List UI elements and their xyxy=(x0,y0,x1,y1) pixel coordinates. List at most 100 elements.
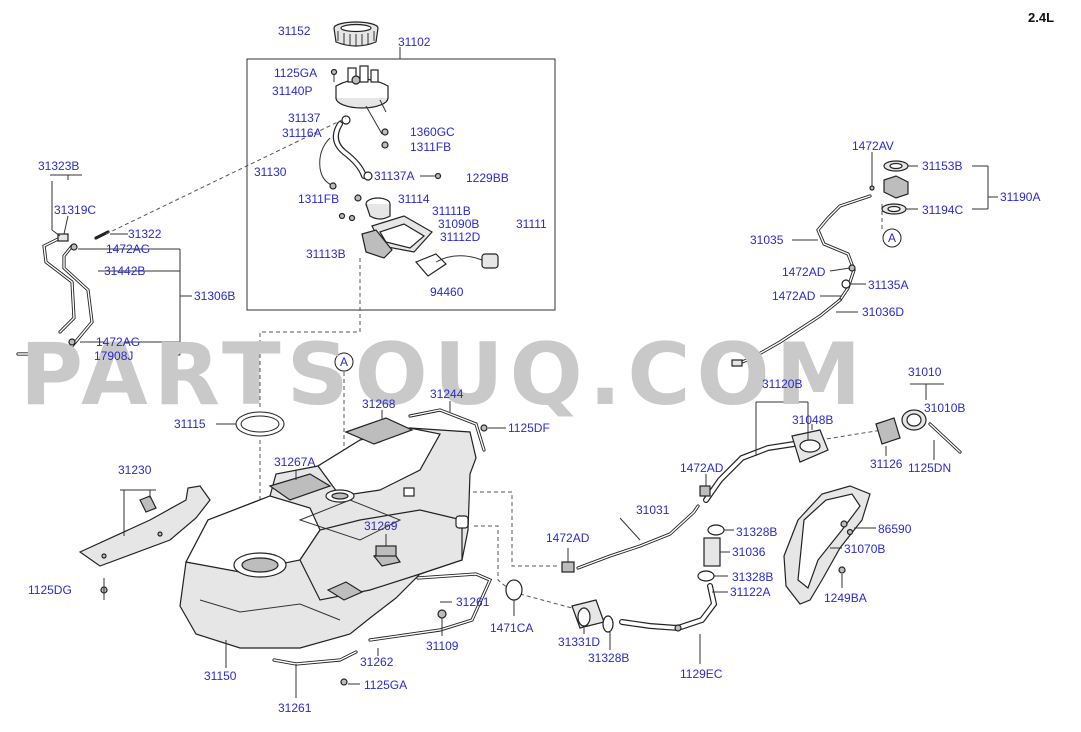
hose-clamp xyxy=(363,171,373,181)
part-label-1471CA[interactable]: 1471CA xyxy=(490,621,533,635)
part-label-31328B[interactable]: 31328B xyxy=(736,525,777,539)
part-label-31322[interactable]: 31322 xyxy=(128,227,162,241)
fuel-pump-lock-ring xyxy=(333,21,379,47)
part-label-1311FB[interactable]: 1311FB xyxy=(410,140,451,154)
part-label-1125DF[interactable]: 1125DF xyxy=(508,421,550,435)
part-label-1360GC[interactable]: 1360GC xyxy=(410,125,455,139)
part-label-31194C[interactable]: 31194C xyxy=(922,203,963,217)
part-label-1472AG-b[interactable]: 1472AG xyxy=(96,335,140,349)
part-label-31036[interactable]: 31036 xyxy=(732,545,766,559)
part-label-31036D[interactable]: 31036D xyxy=(862,305,904,319)
part-label-31126[interactable]: 31126 xyxy=(870,457,903,471)
part-label-31102[interactable]: 31102 xyxy=(398,35,431,49)
part-label-31261-b[interactable]: 31261 xyxy=(278,701,312,715)
fuel-pump-module-frame xyxy=(246,58,556,311)
vent-hose xyxy=(576,504,700,570)
part-label-31190A[interactable]: 31190A xyxy=(1000,190,1040,204)
filler-neck-top xyxy=(881,160,909,215)
part-label-1249BA[interactable]: 1249BA xyxy=(824,591,867,605)
part-label-31120B[interactable]: 31120B xyxy=(762,377,802,391)
part-label-1472AD-c[interactable]: 1472AD xyxy=(680,461,724,475)
clip-icon xyxy=(381,141,389,149)
hose-clamp xyxy=(602,615,614,633)
part-label-94460[interactable]: 94460 xyxy=(430,285,464,299)
fuel-level-sender xyxy=(414,253,499,277)
splash-guard xyxy=(783,485,871,605)
watermark-text: PARTSOUQ.COM xyxy=(20,325,867,425)
fuel-filter xyxy=(365,197,391,220)
part-label-31306B[interactable]: 31306B xyxy=(194,289,235,303)
bolt-icon xyxy=(340,678,348,686)
part-label-31111B[interactable]: 31111B xyxy=(432,204,471,218)
part-label-31113B[interactable]: 31113B xyxy=(306,247,346,261)
wiring-harness xyxy=(319,137,335,187)
part-label-31230[interactable]: 31230 xyxy=(118,463,152,477)
part-label-31269[interactable]: 31269 xyxy=(364,519,398,533)
filler-neck-pipe xyxy=(703,429,829,503)
part-label-31137A[interactable]: 31137A xyxy=(374,169,414,183)
part-label-31031[interactable]: 31031 xyxy=(636,503,670,517)
part-label-31140P[interactable]: 31140P xyxy=(272,84,312,98)
clip-icon xyxy=(381,128,389,136)
part-label-31130[interactable]: 31130 xyxy=(254,165,287,179)
filler-lower-pipe xyxy=(619,583,718,632)
part-label-17908J[interactable]: 17908J xyxy=(94,349,133,363)
fuel-tank xyxy=(179,427,477,649)
hose-clamp xyxy=(505,579,523,601)
part-label-1472AD-d[interactable]: 1472AD xyxy=(546,531,590,545)
part-label-31048B[interactable]: 31048B xyxy=(792,413,833,427)
part-label-31442B[interactable]: 31442B xyxy=(104,264,145,278)
part-label-31111[interactable]: 31111 xyxy=(516,217,547,231)
part-label-31267A[interactable]: 31267A xyxy=(274,455,315,469)
part-label-31122A[interactable]: 31122A xyxy=(730,585,770,599)
part-label-31115[interactable]: 31115 xyxy=(174,417,206,431)
part-label-86590[interactable]: 86590 xyxy=(878,522,912,536)
part-label-31135A[interactable]: 31135A xyxy=(868,278,908,292)
tank-pad xyxy=(268,473,332,501)
vapor-line-assembly xyxy=(16,230,110,356)
part-label-1311FB-b[interactable]: 1311FB xyxy=(298,192,339,206)
fuel-pump-plate xyxy=(335,65,389,135)
bolt-icon xyxy=(330,68,338,82)
part-label-1229BB[interactable]: 1229BB xyxy=(466,171,509,185)
part-label-31070B[interactable]: 31070B xyxy=(844,542,885,556)
part-label-1125GA[interactable]: 1125GA xyxy=(274,66,317,80)
part-label-31137[interactable]: 31137 xyxy=(288,111,321,125)
filler-vent-hose xyxy=(731,298,842,367)
part-label-1129EC[interactable]: 1129EC xyxy=(680,667,723,681)
part-label-31328B-b[interactable]: 31328B xyxy=(732,570,773,584)
part-label-1472AD[interactable]: 1472AD xyxy=(782,265,826,279)
part-label-31323B[interactable]: 31323B xyxy=(38,159,79,173)
part-label-1472AD-b[interactable]: 1472AD xyxy=(772,289,816,303)
part-label-31244[interactable]: 31244 xyxy=(430,387,464,401)
part-label-31010B[interactable]: 31010B xyxy=(924,401,965,415)
part-label-31150[interactable]: 31150 xyxy=(204,669,237,683)
part-label-1472AG[interactable]: 1472AG xyxy=(106,242,150,256)
part-label-1125DG[interactable]: 1125DG xyxy=(28,583,72,597)
part-label-31152[interactable]: 31152 xyxy=(278,24,311,38)
part-label-1125DN[interactable]: 1125DN xyxy=(908,461,951,475)
part-label-31114[interactable]: 31114 xyxy=(398,192,430,206)
part-label-31319C[interactable]: 31319C xyxy=(54,203,96,217)
fuel-hose-clamp xyxy=(332,115,367,179)
hose-clamp xyxy=(697,570,715,582)
part-label-1472AV[interactable]: 1472AV xyxy=(852,139,894,153)
part-label-1125GA-b[interactable]: 1125GA xyxy=(364,678,407,692)
part-label-31262[interactable]: 31262 xyxy=(360,655,394,669)
part-label-31328B-c[interactable]: 31328B xyxy=(588,651,629,665)
callout-a-marker xyxy=(882,228,902,248)
callout-a-marker xyxy=(334,352,354,372)
callout-letter: A xyxy=(888,231,896,245)
part-label-31035[interactable]: 31035 xyxy=(750,233,784,247)
part-label-31010[interactable]: 31010 xyxy=(908,365,942,379)
part-label-31331D[interactable]: 31331D xyxy=(558,635,600,649)
part-label-31090B[interactable]: 31090B xyxy=(438,217,479,231)
part-label-31153B[interactable]: 31153B xyxy=(922,159,962,173)
part-label-31261[interactable]: 31261 xyxy=(456,595,490,609)
part-label-31112D[interactable]: 31112D xyxy=(440,230,481,244)
part-label-31116A[interactable]: 31116A xyxy=(282,126,322,140)
part-label-31268[interactable]: 31268 xyxy=(362,397,396,411)
part-label-31109[interactable]: 31109 xyxy=(426,639,459,653)
